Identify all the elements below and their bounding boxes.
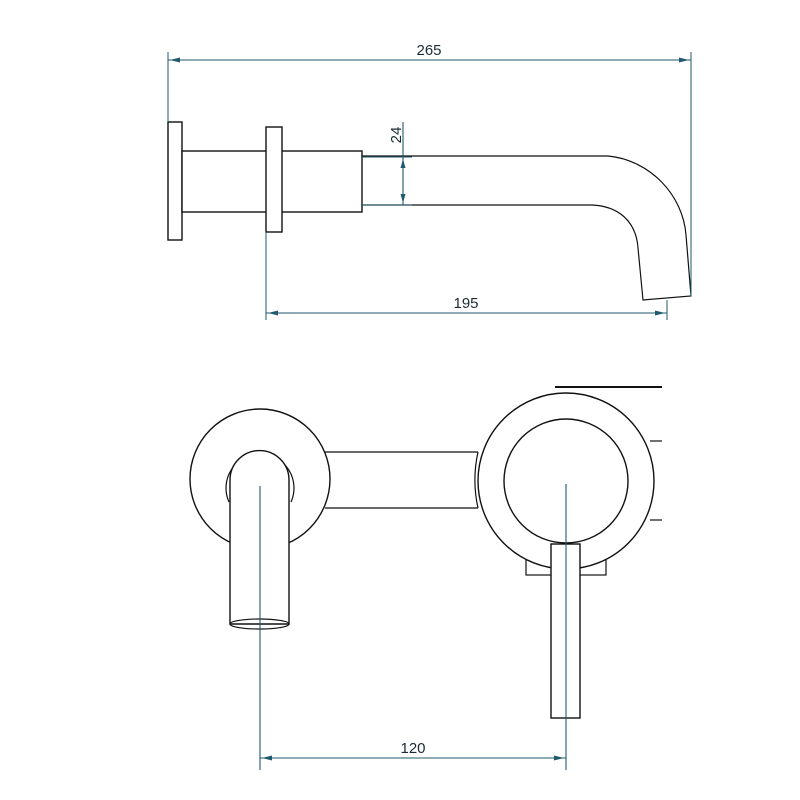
wall-plate bbox=[167, 121, 183, 241]
dimension-spout-projection: 195 bbox=[265, 232, 668, 320]
dimension-centre-distance: 120 bbox=[260, 740, 566, 761]
dimension-overall-length: 265 bbox=[167, 42, 692, 296]
spout bbox=[362, 155, 692, 301]
dimension-label-265: 265 bbox=[416, 42, 441, 59]
dimension-label-24: 24 bbox=[388, 127, 405, 144]
dimension-label-120: 120 bbox=[400, 740, 425, 757]
front-view bbox=[189, 386, 662, 719]
collar bbox=[265, 126, 283, 233]
connecting-pipe bbox=[325, 451, 478, 509]
dimension-label-195: 195 bbox=[453, 295, 478, 312]
dimension-spout-diameter: 24 bbox=[362, 122, 412, 206]
side-view bbox=[167, 121, 692, 301]
